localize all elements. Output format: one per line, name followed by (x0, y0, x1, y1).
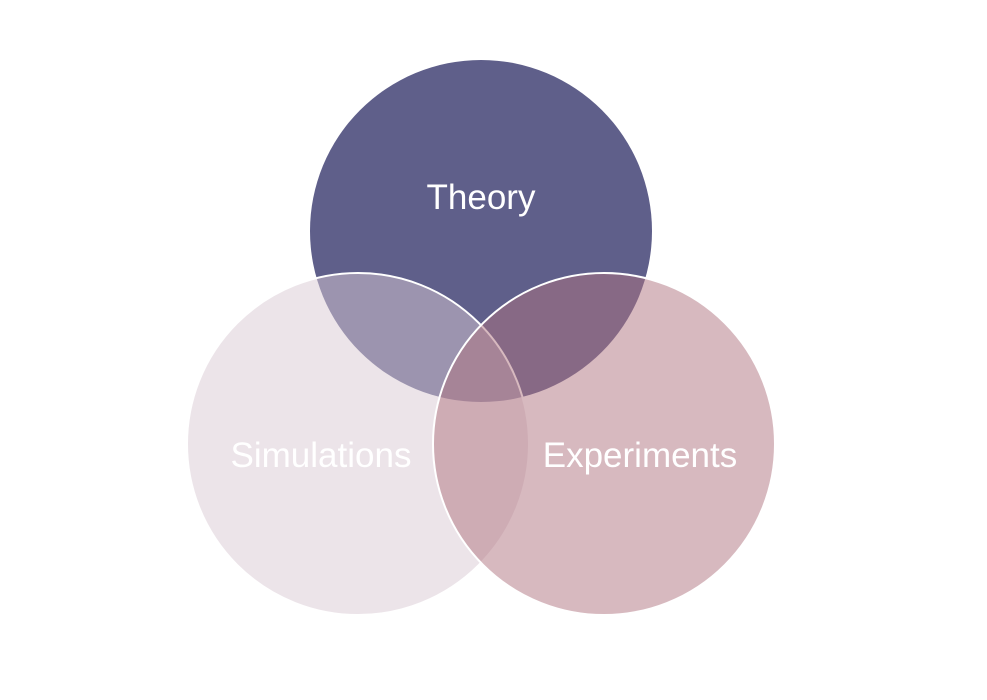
experiments-label: Experiments (543, 436, 738, 475)
theory-label: Theory (427, 178, 536, 217)
simulations-label: Simulations (231, 436, 412, 475)
experiments-circle (432, 272, 776, 616)
